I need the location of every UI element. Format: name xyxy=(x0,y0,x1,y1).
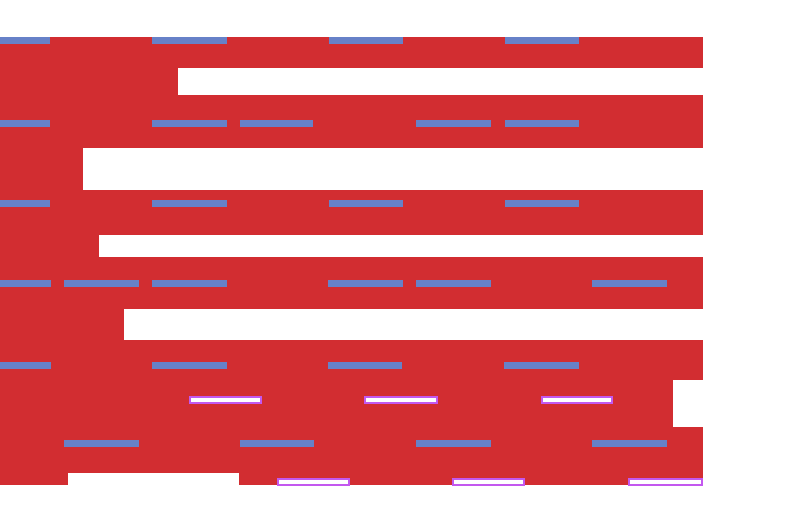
visited-link-underline[interactable] xyxy=(541,396,613,404)
link-underline[interactable] xyxy=(0,280,51,287)
paragraph-gap xyxy=(124,309,703,340)
link-underline[interactable] xyxy=(329,37,403,44)
link-underline[interactable] xyxy=(240,440,314,447)
visited-link-underline[interactable] xyxy=(452,478,525,486)
visited-link-underline[interactable] xyxy=(628,478,703,486)
visited-link-underline[interactable] xyxy=(189,396,262,404)
link-underline[interactable] xyxy=(504,362,579,369)
link-underline[interactable] xyxy=(329,200,403,207)
link-underline[interactable] xyxy=(152,362,227,369)
paragraph-gap xyxy=(673,380,703,427)
link-underline[interactable] xyxy=(152,120,227,127)
link-underline[interactable] xyxy=(592,280,667,287)
link-underline[interactable] xyxy=(505,120,579,127)
link-underline[interactable] xyxy=(152,200,227,207)
link-underline[interactable] xyxy=(416,280,491,287)
link-underline[interactable] xyxy=(152,37,227,44)
link-underline[interactable] xyxy=(0,37,50,44)
paragraph-gap xyxy=(178,68,703,95)
link-underline[interactable] xyxy=(64,280,139,287)
link-underline[interactable] xyxy=(505,37,579,44)
visited-link-underline[interactable] xyxy=(277,478,350,486)
link-underline[interactable] xyxy=(0,120,50,127)
link-underline[interactable] xyxy=(592,440,667,447)
link-underline[interactable] xyxy=(328,280,403,287)
link-underline[interactable] xyxy=(416,440,491,447)
paragraph-gap xyxy=(83,148,703,190)
link-underline[interactable] xyxy=(328,362,402,369)
link-underline[interactable] xyxy=(152,280,227,287)
link-underline[interactable] xyxy=(0,362,51,369)
link-underline[interactable] xyxy=(505,200,579,207)
link-underline[interactable] xyxy=(240,120,313,127)
paragraph-gap xyxy=(99,235,703,257)
visited-link-underline[interactable] xyxy=(364,396,438,404)
link-underline[interactable] xyxy=(64,440,139,447)
link-underline[interactable] xyxy=(416,120,491,127)
link-underline[interactable] xyxy=(0,200,50,207)
paragraph-gap xyxy=(68,473,239,485)
